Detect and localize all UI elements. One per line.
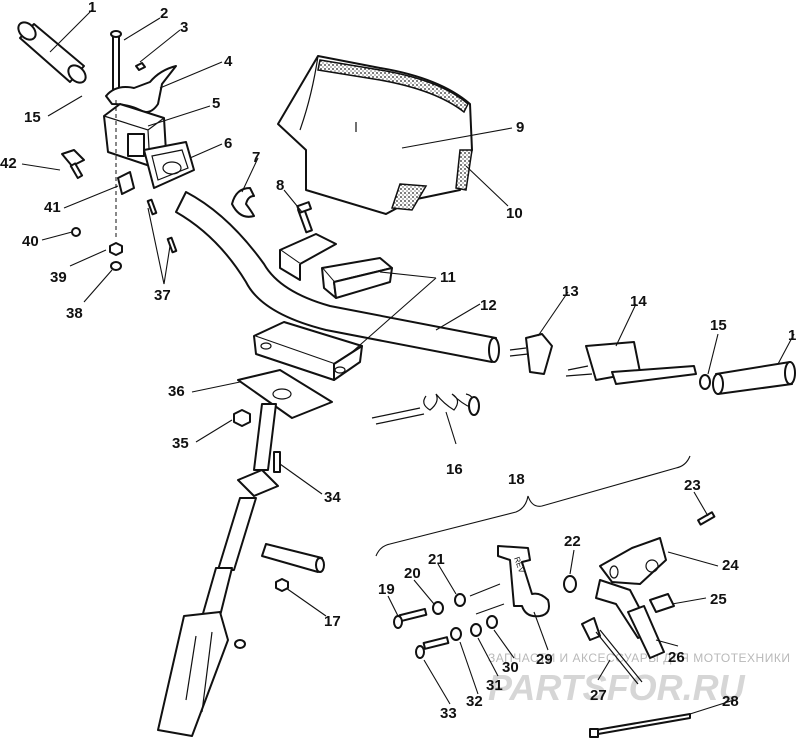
callout-14: 14 xyxy=(630,293,647,310)
callout-20: 20 xyxy=(404,565,421,582)
pivot-pin-part-2 xyxy=(110,30,122,97)
bolt-part-19 xyxy=(393,607,428,629)
callout-22: 22 xyxy=(564,533,581,550)
callout-41: 41 xyxy=(44,199,61,216)
callout-28: 28 xyxy=(722,693,739,710)
brake-lever-assembly-part-14 xyxy=(565,341,697,385)
cable-end-part-27 xyxy=(581,617,643,685)
bolt-part-34 xyxy=(273,451,281,473)
callout-labels: 1 2 3 4 5 6 7 8 9 10 11 12 13 14 15 1 16… xyxy=(0,0,796,722)
bolt-part-33 xyxy=(415,636,450,659)
watermark-text: ЗАПЧАСТИ И АКСЕССУАРЫ ДЛЯ МОТОТЕХНИКИ xyxy=(488,651,790,665)
bracket-part-41 xyxy=(117,171,135,195)
callout-6: 6 xyxy=(224,135,232,152)
callout-19: 19 xyxy=(378,581,395,598)
callout-39: 39 xyxy=(50,269,67,286)
callout-1: 1 xyxy=(88,0,96,16)
callout-42: 42 xyxy=(0,155,17,172)
screw-part-23 xyxy=(697,511,716,526)
callout-36: 36 xyxy=(168,383,185,400)
bushing-part-30 xyxy=(486,615,498,629)
callout-32: 32 xyxy=(466,693,483,710)
washer-part-31 xyxy=(470,623,482,637)
washer-part-38 xyxy=(110,261,122,271)
callout-34: 34 xyxy=(324,489,341,506)
callout-8: 8 xyxy=(276,177,284,194)
callout-24: 24 xyxy=(722,557,739,574)
nut-part-39 xyxy=(109,242,123,256)
callout-38: 38 xyxy=(66,305,83,322)
switch-cover-part-6 xyxy=(143,141,195,189)
callout-16: 16 xyxy=(446,461,463,478)
arm-part-26 xyxy=(627,605,665,659)
lever-arm-link xyxy=(469,583,505,615)
grip-washer-right-part-15 xyxy=(699,374,711,390)
right-grip-part-1 xyxy=(712,361,796,395)
callout-37: 37 xyxy=(154,287,171,304)
callout-2: 2 xyxy=(160,5,168,22)
callout-40: 40 xyxy=(22,233,39,250)
callout-11: 11 xyxy=(440,269,456,286)
sleeve-part-17 xyxy=(261,543,325,592)
callout-12: 12 xyxy=(480,297,497,314)
handlebar-part-12 xyxy=(175,191,500,363)
callout-29: 29 xyxy=(536,651,553,668)
pad-part-25 xyxy=(649,593,675,613)
heater-coil-part-16 xyxy=(371,393,480,425)
callout-31: 31 xyxy=(486,677,503,694)
callout-27: 27 xyxy=(590,687,607,704)
callout-21: 21 xyxy=(428,551,445,568)
callout-35: 35 xyxy=(172,435,189,452)
steering-column xyxy=(157,403,279,737)
switch-part-42 xyxy=(61,149,85,180)
callout-18: 18 xyxy=(508,471,525,488)
foam-strip-part-10 xyxy=(317,59,473,211)
callout-15-right: 15 xyxy=(710,317,727,334)
callout-5: 5 xyxy=(212,95,220,112)
callout-4: 4 xyxy=(224,53,233,70)
reverse-lever-part-29: REV xyxy=(497,545,550,618)
bracket-part-24 xyxy=(595,537,667,639)
left-grip-part-1 xyxy=(17,21,87,84)
retaining-clip-part-7 xyxy=(231,187,255,218)
washer-part-20 xyxy=(432,601,444,615)
callout-17: 17 xyxy=(324,613,341,630)
callout-10: 10 xyxy=(506,205,523,222)
hood-panel-part-9 xyxy=(277,55,473,215)
nut-part-40 xyxy=(71,227,81,237)
clip-part-3 xyxy=(135,62,146,71)
callout-13: 13 xyxy=(562,283,579,300)
brake-switch-part-13 xyxy=(509,333,553,375)
screws-part-37 xyxy=(146,198,178,254)
callout-7: 7 xyxy=(252,149,260,166)
callout-26: 26 xyxy=(668,649,685,666)
callout-33: 33 xyxy=(440,705,457,722)
handlebar-clamp-upper-part-11 xyxy=(279,233,393,299)
watermark-logo: PARTSFOR.RU xyxy=(488,667,746,708)
callout-25: 25 xyxy=(710,591,727,608)
washer-part-22 xyxy=(563,575,577,593)
leader-lines xyxy=(21,9,795,715)
group-bracket-part-18 xyxy=(375,455,691,557)
callout-30: 30 xyxy=(502,659,519,676)
callout-15-left: 15 xyxy=(24,109,41,126)
handlebar-clamp-lower-part-11 xyxy=(253,321,363,381)
mounting-plate-part-36 xyxy=(237,369,333,419)
callout-3: 3 xyxy=(180,19,188,36)
bushing-part-21 xyxy=(454,593,466,607)
cable-tie-part-28 xyxy=(589,713,691,738)
washer-part-32 xyxy=(450,627,462,641)
callout-9: 9 xyxy=(516,119,524,136)
callout-23: 23 xyxy=(684,477,701,494)
callout-1-right: 1 xyxy=(788,327,796,344)
nut-part-35 xyxy=(233,409,251,427)
bolt-part-8 xyxy=(296,201,313,234)
watermark: ЗАПЧАСТИ И АКСЕССУАРЫ ДЛЯ МОТОТЕХНИКИ PA… xyxy=(488,651,790,708)
